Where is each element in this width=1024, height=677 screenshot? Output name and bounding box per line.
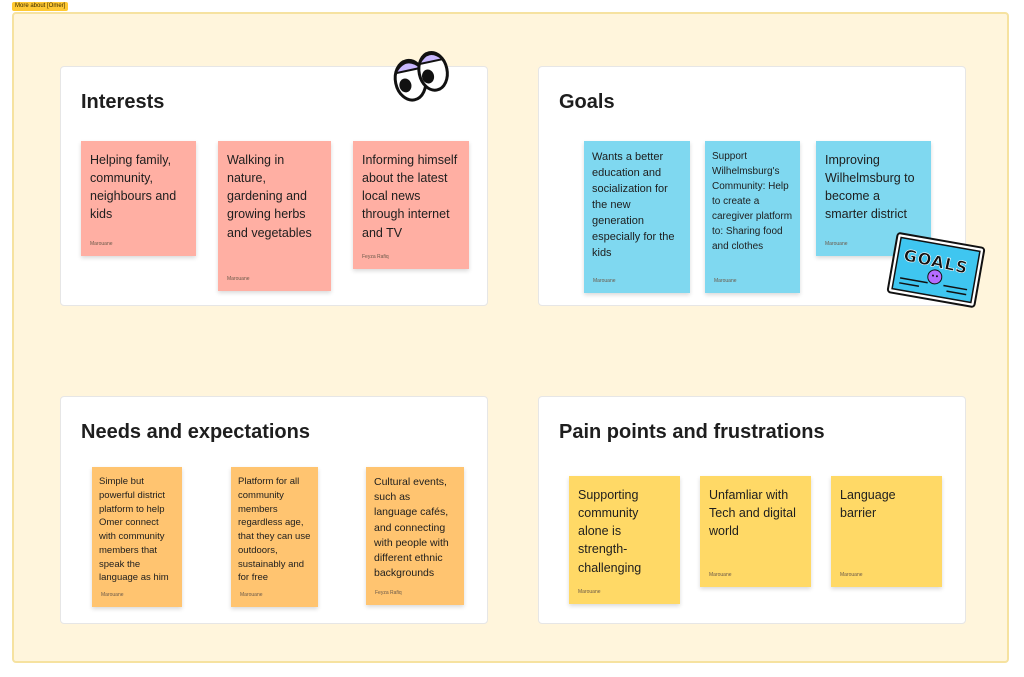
section-title-pain-points: Pain points and frustrations [559,421,825,443]
note-text: Supporting community alone is strength-c… [578,488,642,575]
sticky-note[interactable]: Support Wilhelmsburg's Community: Help t… [705,141,800,293]
sticky-note[interactable]: Informing himself about the latest local… [353,141,469,269]
section-pain-points: Pain points and frustrations Supporting … [538,396,966,624]
note-text: Informing himself about the latest local… [362,153,458,240]
sticky-note[interactable]: Unfamliar with Tech and digital world Ma… [700,476,811,587]
sticky-note[interactable]: Cultural events, such as language cafés,… [366,467,464,605]
section-title-interests: Interests [81,91,165,113]
note-author: Marouane [101,592,124,598]
note-author: Marouane [825,241,848,247]
sticky-note[interactable]: Walking in nature, gardening and growing… [218,141,331,291]
goals-sticker[interactable]: GOALS [886,232,986,308]
note-text: Support Wilhelmsburg's Community: Help t… [712,151,793,252]
sticky-note[interactable]: Simple but powerful district platform to… [92,467,182,607]
note-text: Improving Wilhelmsburg to become a smart… [825,153,915,222]
note-text: Cultural events, such as language cafés,… [374,476,449,580]
note-author: Marouane [709,572,732,578]
note-author: Marouane [578,589,601,595]
googly-eyes-icon[interactable] [388,46,454,108]
section-title-needs: Needs and expectations [81,421,310,443]
note-author: Marouane [90,241,113,247]
section-needs: Needs and expectations Simple but powerf… [60,396,488,624]
note-text: Unfamliar with Tech and digital world [709,488,796,539]
frame-label[interactable]: More about [Omer] [12,2,69,11]
sticky-note[interactable]: Supporting community alone is strength-c… [569,476,680,604]
note-author: Marouane [227,276,250,282]
note-author: Marouane [714,278,737,284]
note-author: Marouane [593,278,616,284]
note-text: Simple but powerful district platform to… [99,476,169,584]
sticky-note[interactable]: Helping family, community, neighbours an… [81,141,196,256]
note-author: Feyza Rafiq [375,590,402,596]
note-author: Marouane [240,592,263,598]
sticky-note[interactable]: Wants a better education and socializati… [584,141,690,293]
sticky-note[interactable]: Platform for all community members regar… [231,467,318,607]
note-text: Language barrier [840,488,896,521]
note-text: Platform for all community members regar… [238,476,311,584]
note-text: Helping family, community, neighbours an… [90,153,177,222]
note-text: Walking in nature, gardening and growing… [227,153,312,240]
note-author: Marouane [840,572,863,578]
section-title-goals: Goals [559,91,615,113]
note-text: Wants a better education and socializati… [592,151,675,259]
note-author: Feyza Rafiq [362,254,389,260]
section-interests: Interests Helping family, community, nei… [60,66,488,306]
sticky-note[interactable]: Language barrier Marouane [831,476,942,587]
